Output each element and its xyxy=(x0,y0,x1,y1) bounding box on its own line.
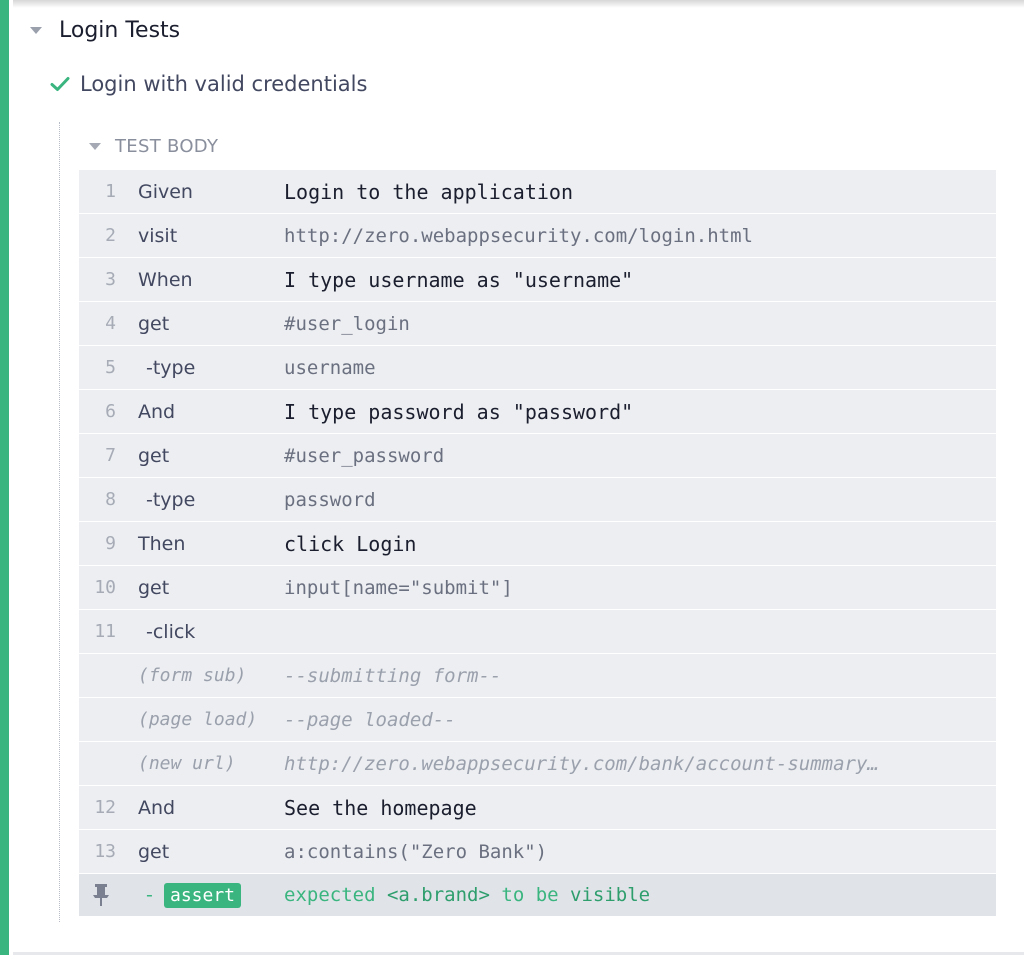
assert-word-to-be: to be xyxy=(501,884,559,906)
command-number: 13 xyxy=(94,841,116,862)
command-row[interactable]: 10 get input[name="submit"] xyxy=(79,566,996,610)
command-message: input[name="submit"] xyxy=(284,576,513,599)
assert-subject: <a.brand> xyxy=(386,884,490,906)
command-log: 1 Given Login to the application 2 visit http… xyxy=(79,170,996,916)
command-row[interactable]: (form sub) --submitting form-- xyxy=(79,654,996,698)
command-message: password xyxy=(284,488,376,511)
command-row[interactable]: 1 Given Login to the application xyxy=(79,170,996,214)
command-row-assert[interactable]: - assert expected <a.brand> to be visibl… xyxy=(79,874,996,916)
test-title: Login with valid credentials xyxy=(80,72,368,96)
assert-word-expected: expected xyxy=(284,884,376,906)
command-message: #user_login xyxy=(284,312,410,335)
command-row[interactable]: 3 When I type username as "username" xyxy=(79,258,996,302)
check-icon xyxy=(50,74,70,94)
suite-title: Login Tests xyxy=(59,17,181,43)
command-row[interactable]: (new url) http://zero.webappsecurity.com/… xyxy=(79,742,996,786)
pin-icon[interactable] xyxy=(91,883,111,907)
test-body-guide-line xyxy=(59,122,60,922)
command-name: visit xyxy=(138,224,178,247)
command-number: 12 xyxy=(94,797,116,818)
assert-value: visible xyxy=(570,884,651,906)
command-number: 8 xyxy=(105,489,116,510)
caret-down-icon[interactable] xyxy=(89,142,101,150)
passed-status-bar xyxy=(0,0,9,955)
suite-header[interactable]: Login Tests xyxy=(30,14,180,46)
command-name: (page load) xyxy=(138,709,258,730)
command-message: I type username as "username" xyxy=(284,267,634,292)
command-row[interactable]: 8 -type password xyxy=(79,478,996,522)
command-name: (new url) xyxy=(138,753,236,774)
command-number: 7 xyxy=(105,445,116,466)
command-row[interactable]: 2 visit http://zero.webappsecurity.com/log… xyxy=(79,214,996,258)
command-row[interactable]: 9 Then click Login xyxy=(79,522,996,566)
assert-dash: - xyxy=(146,884,153,906)
command-message: See the homepage xyxy=(284,795,477,820)
command-name: get xyxy=(138,840,170,863)
command-message: I type password as "password" xyxy=(284,399,634,424)
assert-badge: assert xyxy=(164,883,242,908)
command-number: 5 xyxy=(105,357,116,378)
test-body-header[interactable]: TEST BODY xyxy=(89,132,218,160)
command-row[interactable]: 13 get a:contains("Zero Bank") xyxy=(79,830,996,874)
command-row[interactable]: 7 get #user_password xyxy=(79,434,996,478)
command-message: #user_password xyxy=(284,444,445,467)
command-number: 2 xyxy=(105,225,116,246)
bottom-divider xyxy=(13,952,1024,955)
command-row[interactable]: 5 -type username xyxy=(79,346,996,390)
command-name: get xyxy=(138,312,170,335)
command-message: username xyxy=(284,356,376,379)
command-message: http://zero.webappsecurity.com/bank/acco… xyxy=(284,752,879,775)
assert-message: expected <a.brand> to be visible xyxy=(284,884,650,906)
command-row[interactable]: 4 get #user_login xyxy=(79,302,996,346)
caret-down-icon[interactable] xyxy=(30,26,42,34)
command-name: Then xyxy=(138,532,186,555)
command-row[interactable]: 6 And I type password as "password" xyxy=(79,390,996,434)
top-shadow xyxy=(0,0,1024,8)
command-row[interactable]: (page load) --page loaded-- xyxy=(79,698,996,742)
command-message: http://zero.webappsecurity.com/login.htm… xyxy=(284,224,753,247)
command-name: get xyxy=(138,444,170,467)
command-name: get xyxy=(138,576,170,599)
command-number: 1 xyxy=(105,181,116,202)
test-header[interactable]: Login with valid credentials xyxy=(50,68,367,100)
command-number: 4 xyxy=(105,313,116,334)
command-message: --page loaded-- xyxy=(284,708,456,731)
command-number: 9 xyxy=(105,533,116,554)
command-name: -click xyxy=(146,620,196,643)
command-name: Given xyxy=(138,180,193,203)
command-message: a:contains("Zero Bank") xyxy=(284,840,548,863)
command-row[interactable]: 11 -click xyxy=(79,610,996,654)
command-name: -type xyxy=(146,356,196,379)
command-name: -type xyxy=(146,488,196,511)
command-name: And xyxy=(138,400,176,423)
command-number: 10 xyxy=(94,577,116,598)
command-name: And xyxy=(138,796,176,819)
command-row[interactable]: 12 And See the homepage xyxy=(79,786,996,830)
command-number: 3 xyxy=(105,269,116,290)
command-name: (form sub) xyxy=(138,665,247,686)
command-message: --submitting form-- xyxy=(284,664,502,687)
status-gap xyxy=(9,0,13,955)
command-message: click Login xyxy=(284,531,417,556)
command-message: Login to the application xyxy=(284,179,573,204)
command-name: When xyxy=(138,268,193,291)
command-number: 6 xyxy=(105,401,116,422)
command-number: 11 xyxy=(94,621,116,642)
test-body-title: TEST BODY xyxy=(115,135,219,157)
